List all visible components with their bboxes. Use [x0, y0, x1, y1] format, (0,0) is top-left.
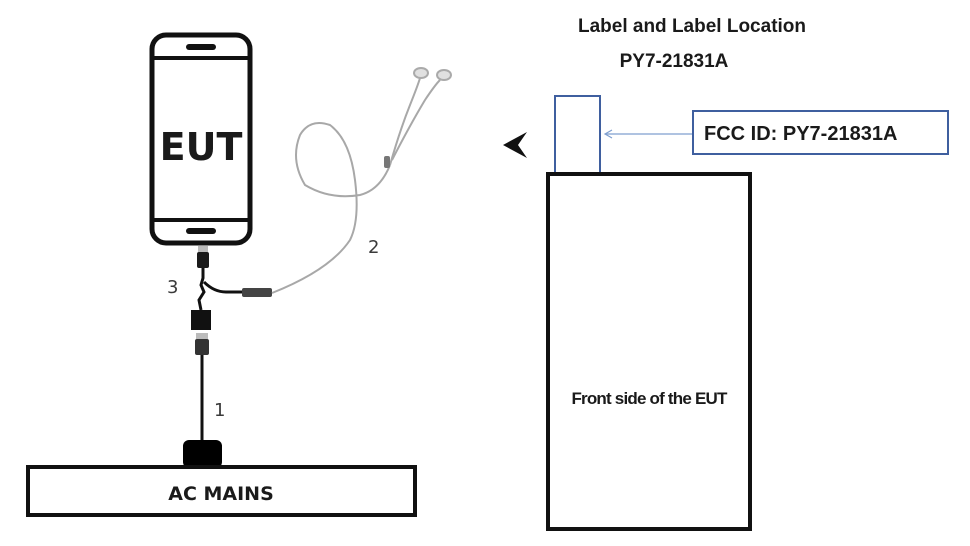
cable-label-3: 3	[167, 277, 178, 298]
fcc-id-arrow	[603, 129, 692, 139]
power-plug	[195, 333, 209, 355]
cable-label-2: 2	[368, 237, 379, 258]
phone-home-button	[186, 228, 216, 234]
audio-jack-connector	[242, 288, 272, 297]
earphone-mic	[384, 156, 390, 168]
ac-mains-label: AC MAINS	[168, 483, 274, 505]
eut-phone: EUT	[149, 32, 253, 246]
device-front-outline: Front side of the EUT	[546, 172, 752, 531]
label-position-box	[554, 95, 601, 175]
earbud-left	[413, 67, 429, 79]
phone-speaker	[186, 44, 216, 50]
ac-mains-box: AC MAINS	[26, 465, 417, 517]
cable-label-1: 1	[214, 400, 225, 421]
device-front-caption: Front side of the EUT	[571, 389, 728, 408]
fcc-id-box: FCC ID: PY7-21831A	[692, 110, 949, 155]
earphones	[271, 67, 452, 294]
adapter-block	[191, 310, 211, 330]
usb-connector	[197, 246, 209, 268]
mains-plug	[183, 440, 222, 468]
fcc-id-text: FCC ID: PY7-21831A	[704, 123, 897, 145]
earbud-right	[436, 69, 452, 81]
eut-label: EUT	[160, 125, 243, 169]
phone-body	[149, 32, 253, 246]
label-location-title: Label and Label Location	[578, 16, 806, 37]
adapter-cable	[197, 268, 272, 311]
label-location-model: PY7-21831A	[620, 51, 729, 72]
pointer-arrowhead-icon	[503, 132, 527, 158]
